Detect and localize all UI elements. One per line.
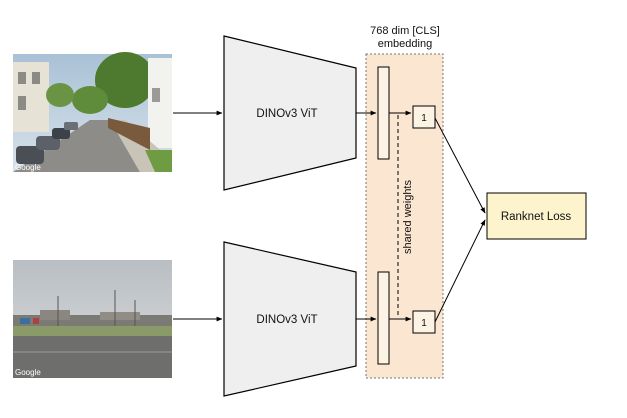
- bottom-street-image: Google: [13, 260, 172, 378]
- embedding-title-line1: 768 dim [CLS]: [370, 25, 440, 37]
- bottom-score-label: 1: [421, 318, 427, 329]
- top-street-image: Google: [13, 52, 172, 172]
- top-score-box: [412, 105, 436, 129]
- bottom-encoder: [223, 241, 357, 397]
- top-score-label: 1: [421, 113, 427, 124]
- ranknet-loss-box: [486, 192, 587, 240]
- bottom-google-watermark: Google: [15, 368, 41, 377]
- top-embedding-vector: [377, 66, 390, 160]
- bottom-embedding-vector: [377, 271, 390, 365]
- shared-weights-label: shared weights: [402, 180, 414, 254]
- top-score-to-loss-arrow: [434, 117, 486, 214]
- bottom-score-to-loss-arrow: [434, 219, 486, 323]
- top-google-watermark: Google: [15, 163, 41, 172]
- top-encoder-label: DINOv3 ViT: [256, 108, 317, 120]
- top-encoder: [223, 35, 357, 191]
- embedding-title-line2: embedding: [378, 38, 432, 50]
- ranknet-loss-label: Ranknet Loss: [501, 211, 572, 223]
- bottom-encoder-label: DINOv3 ViT: [256, 314, 317, 326]
